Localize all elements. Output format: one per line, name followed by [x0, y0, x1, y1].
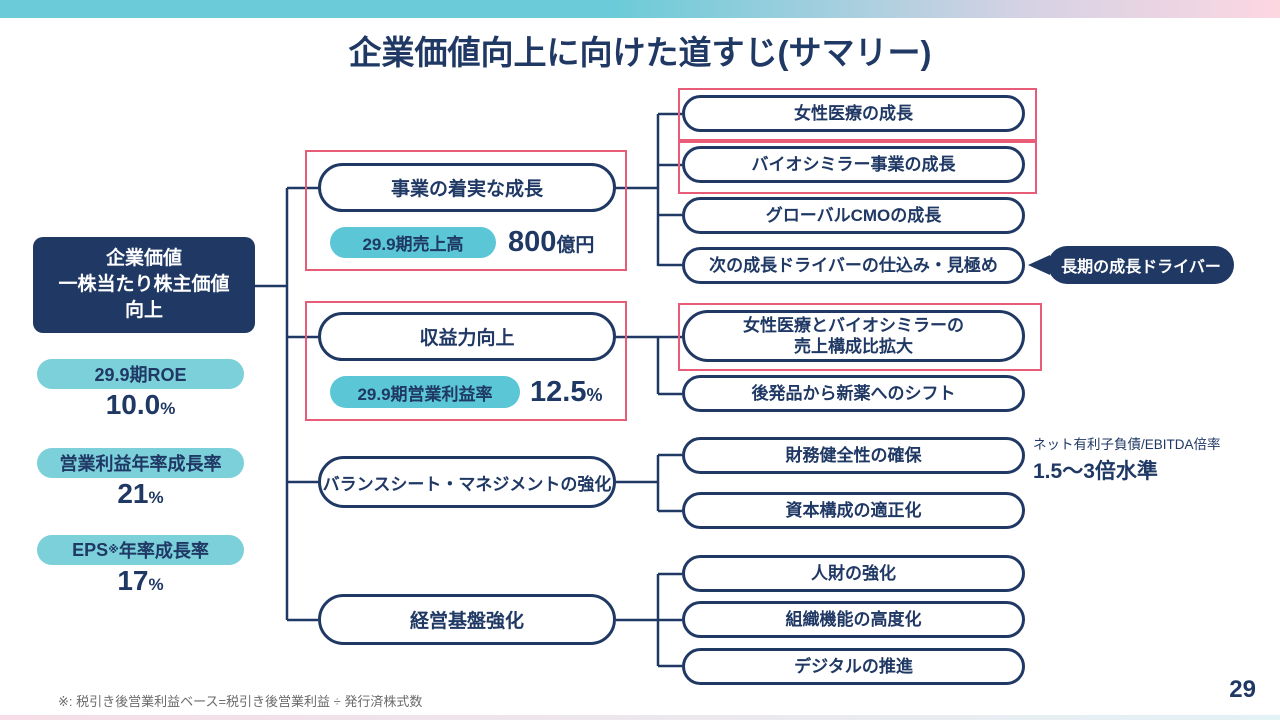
- metric-number: 17: [117, 565, 149, 596]
- metric-value-eps-growth: 17%: [37, 567, 244, 595]
- leaf-line-2: 売上構成比拡大: [794, 337, 913, 356]
- highlight-frame-sales-mix: [678, 303, 1042, 371]
- metric-pill-eps-growth: EPS※年率成長率: [37, 535, 244, 565]
- kpi-number: 12.5: [530, 376, 587, 408]
- metric-unit: %: [148, 575, 164, 594]
- leaf-box-human-capital: 人財の強化: [682, 555, 1025, 592]
- debt-ratio-value: 1.5〜3倍水準: [1033, 460, 1158, 483]
- leaf-box-organization: 組織機能の高度化: [682, 601, 1025, 638]
- debt-ratio-label: ネット有利子負債/EBITDA倍率: [1033, 437, 1221, 452]
- kpi-pill-op-margin: 29.9期営業利益率: [330, 376, 520, 408]
- metric-label-pre: EPS: [72, 539, 109, 560]
- leaf-box-biosimilar: バイオシミラー事業の成長: [682, 146, 1025, 183]
- callout-tail-icon: [1028, 255, 1050, 275]
- page-number: 29: [1229, 676, 1256, 703]
- leaf-box-womens-health: 女性医療の成長: [682, 95, 1025, 132]
- root-line-2: 一株当たり株主価値: [58, 273, 230, 295]
- kpi-unit: %: [586, 385, 603, 405]
- leaf-box-sales-mix: 女性医療とバイオシミラーの 売上構成比拡大: [682, 310, 1025, 362]
- root-line-1: 企業価値: [105, 247, 182, 269]
- metric-value-roe: 10.0%: [37, 391, 244, 419]
- callout-long-term-driver: 長期の成長ドライバー: [1048, 246, 1234, 284]
- top-gradient-bar: [0, 0, 1280, 18]
- metric-pill-roe: 29.9期ROE: [37, 359, 244, 389]
- metric-unit: %: [160, 399, 176, 418]
- kpi-unit: 億円: [556, 235, 595, 256]
- root-value-box: 企業価値 一株当たり株主価値 向上: [33, 237, 255, 333]
- footnote: ※: 税引き後営業利益ベース=税引き後営業利益 ÷ 発行済株式数: [58, 694, 423, 709]
- leaf-box-financial-soundness: 財務健全性の確保: [682, 437, 1025, 474]
- kpi-value-sales: 800億円: [508, 228, 594, 257]
- leaf-line-1: 女性医療とバイオシミラーの: [743, 315, 964, 335]
- pillar-box-growth: 事業の着実な成長: [318, 163, 616, 212]
- metric-number: 21: [117, 478, 149, 509]
- kpi-number: 800: [508, 226, 557, 258]
- pillar-box-management-base: 経営基盤強化: [318, 594, 616, 645]
- highlight-frame-womens-health: [678, 88, 1037, 141]
- leaf-box-capital-structure: 資本構成の適正化: [682, 492, 1025, 529]
- highlight-frame-growth: [305, 150, 627, 271]
- pillar-box-profitability: 収益力向上: [318, 312, 616, 361]
- metric-label-post: 年率成長率: [118, 541, 209, 561]
- kpi-pill-sales: 29.9期売上高: [330, 227, 496, 258]
- leaf-box-global-cmo: グローバルCMOの成長: [682, 197, 1025, 234]
- highlight-frame-biosimilar: [678, 141, 1037, 194]
- leaf-box-next-driver: 次の成長ドライバーの仕込み・見極め: [682, 247, 1025, 284]
- kpi-value-op-margin: 12.5%: [530, 378, 602, 407]
- page-title: 企業価値向上に向けた道すじ(サマリー): [348, 34, 932, 71]
- root-line-3: 向上: [124, 300, 163, 322]
- leaf-box-new-drug-shift: 後発品から新薬へのシフト: [682, 375, 1025, 412]
- pillar-box-balance-sheet: バランスシート・マネジメントの強化: [318, 456, 616, 508]
- highlight-frame-profitability: [305, 301, 627, 421]
- metric-unit: %: [148, 488, 164, 507]
- bottom-gradient-bar: [0, 715, 1280, 720]
- metric-pill-op-growth: 営業利益年率成長率: [37, 448, 244, 478]
- debt-ratio-note: ネット有利子負債/EBITDA倍率 1.5〜3倍水準: [1033, 433, 1221, 485]
- metric-number: 10.0: [105, 389, 161, 420]
- leaf-box-digital: デジタルの推進: [682, 648, 1025, 685]
- metric-value-op-growth: 21%: [37, 480, 244, 508]
